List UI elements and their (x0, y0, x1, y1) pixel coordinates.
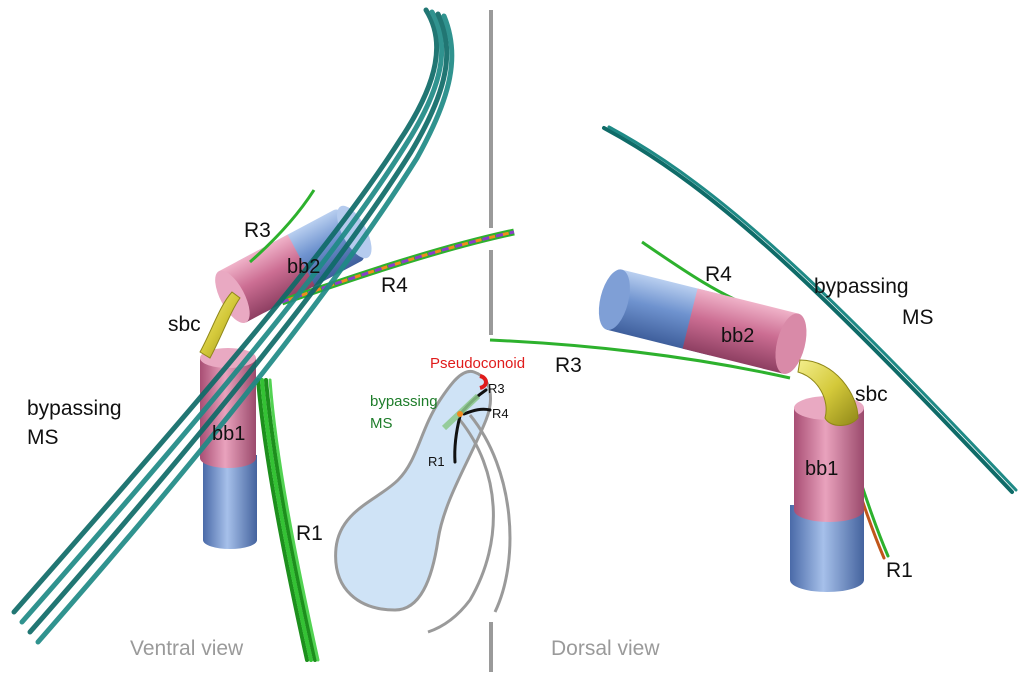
dorsal-view-label: Dorsal view (551, 637, 660, 660)
dorsal-label-bb1: bb1 (805, 458, 838, 480)
inset-label-pseudoconoid: Pseudoconoid (430, 355, 525, 372)
ventral-label-bypassing: bypassing (27, 397, 122, 420)
dorsal-label-r1: R1 (886, 559, 913, 582)
inset-cell-schematic: Pseudoconoid R3 bypassing MS R4 R1 (334, 355, 525, 634)
ventral-view: R3 bb2 R4 sbc bypassing MS bb1 R1 Ventra… (11, 7, 515, 662)
ventral-bypassing-ms-bundle (11, 7, 455, 645)
inset-label-r4: R4 (492, 406, 509, 421)
dorsal-r3-root (489, 338, 791, 380)
inset-flagellum-2 (468, 414, 512, 613)
dorsal-bypassing-ms-bundle (602, 125, 1018, 494)
ventral-sbc-connector (199, 291, 241, 359)
ventral-label-r3: R3 (244, 219, 271, 242)
inset-label-r3: R3 (488, 381, 505, 396)
dorsal-label-bb2: bb2 (721, 325, 754, 347)
dorsal-bb2-basal-body (598, 269, 807, 374)
inset-label-bypassing: bypassing (370, 393, 438, 410)
dorsal-bb1-basal-body (790, 396, 864, 592)
dorsal-label-sbc: sbc (855, 383, 888, 406)
inset-label-r1: R1 (428, 454, 445, 469)
dorsal-label-ms: MS (902, 306, 934, 329)
dorsal-label-r4: R4 (705, 263, 732, 286)
dorsal-sbc-connector (797, 359, 859, 426)
ventral-label-bb2: bb2 (287, 256, 320, 278)
dorsal-view: R3 R4 bypassing MS bb2 sbc bb1 R1 Dorsal… (489, 125, 1018, 660)
inset-label-ms: MS (370, 415, 393, 432)
dorsal-label-r3: R3 (555, 354, 582, 377)
ventral-label-bb1: bb1 (212, 423, 245, 445)
ventral-label-r1: R1 (296, 522, 323, 545)
ventral-label-ms: MS (27, 426, 59, 449)
dorsal-label-bypassing: bypassing (814, 275, 909, 298)
inset-flagellum-1 (427, 419, 495, 634)
inset-pseudoconoid-mark (479, 374, 488, 390)
ventral-view-label: Ventral view (130, 637, 244, 660)
inset-basal-body-dot (457, 411, 463, 417)
ventral-label-sbc: sbc (168, 313, 201, 336)
ventral-label-r4: R4 (381, 274, 408, 297)
inset-cell-body (334, 369, 492, 612)
ventral-r1-root (256, 378, 320, 662)
ventral-r3-root (249, 189, 316, 264)
